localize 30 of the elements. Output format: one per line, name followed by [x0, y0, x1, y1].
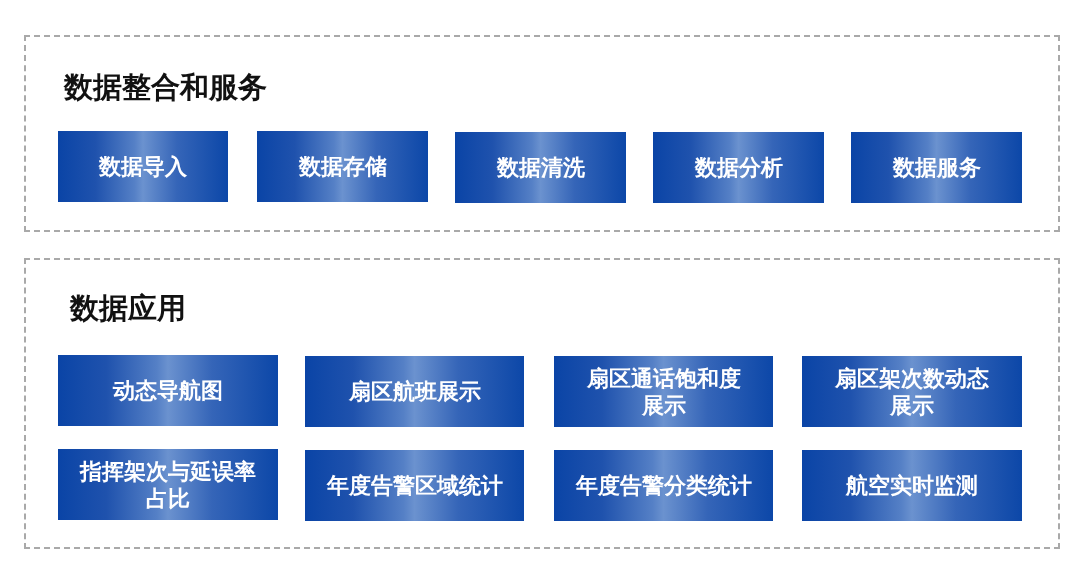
module-box	[58, 355, 278, 426]
module-label: 扇区航班展示	[348, 378, 481, 405]
module-box	[554, 356, 773, 427]
module-box	[58, 449, 278, 520]
module-label: 数据服务	[892, 154, 981, 181]
module-box	[305, 450, 524, 521]
module-label: 数据清洗	[496, 154, 585, 181]
dashed-group-panel	[24, 35, 1060, 232]
group-title: 数据整合和服务	[64, 70, 267, 105]
module-box	[257, 131, 428, 202]
module-label: 航空实时监测	[846, 472, 978, 499]
module-label: 数据存储	[298, 153, 387, 180]
group-title: 数据应用	[70, 291, 186, 326]
module-label: 扇区通话饱和度展示	[585, 365, 742, 418]
module-box	[802, 356, 1022, 427]
module-label: 数据分析	[694, 154, 783, 181]
module-box	[554, 450, 773, 521]
dashed-group-panel	[24, 258, 1060, 549]
module-label: 年度告警分类统计	[575, 472, 752, 499]
module-label: 年度告警区域统计	[326, 472, 503, 499]
module-label: 扇区架次数动态展示	[834, 365, 990, 418]
module-label: 指挥架次与延误率占比	[78, 458, 257, 511]
module-label: 数据导入	[99, 153, 187, 180]
module-box	[455, 132, 626, 203]
module-box	[851, 132, 1022, 203]
module-box	[305, 356, 524, 427]
module-box	[802, 450, 1022, 521]
module-label: 动态导航图	[113, 377, 223, 404]
module-box	[653, 132, 824, 203]
module-box	[58, 131, 228, 202]
